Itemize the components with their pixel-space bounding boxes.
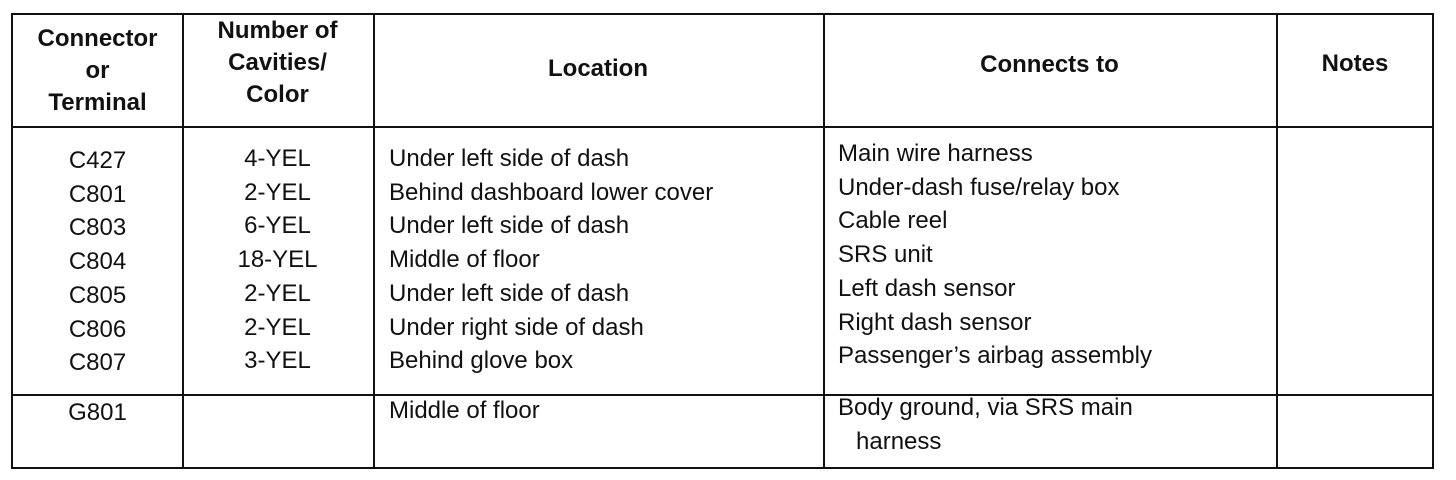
column-divider <box>1276 15 1278 467</box>
header-connector: Connector or Terminal <box>13 15 182 127</box>
header-cavities: Number of Cavities/ Color <box>182 7 373 119</box>
header-cavities-line: Number of <box>217 17 338 44</box>
cavities-list: 4-YEL 2-YEL 6-YEL 18-YEL 2-YEL 2-YEL 3-Y… <box>182 142 373 378</box>
connects-to-text: Passenger’s airbag assembly <box>838 342 1152 370</box>
connector-id: C807 <box>68 349 127 377</box>
header-connector-line: Terminal <box>48 89 147 116</box>
connects-to-text: Body ground, via SRS main harness <box>838 391 1133 458</box>
connects-to-text: Left dash sensor <box>838 274 1016 302</box>
connects-to-text: Under-dash fuse/relay box <box>838 173 1120 201</box>
cavity-color: 18-YEL <box>237 246 318 274</box>
connector-id: G801 <box>68 399 127 426</box>
location-text: Middle of floor <box>389 397 540 424</box>
connector-id: C801 <box>68 180 127 208</box>
header-location: Location <box>548 55 648 82</box>
location-text: Under left side of dash <box>389 145 630 172</box>
connects-to-text: Main wire harness <box>838 140 1033 167</box>
connector-id: C805 <box>68 281 127 309</box>
location-text: Behind glove box <box>389 347 574 375</box>
location-text: Under right side of dash <box>389 313 644 341</box>
connector-list: C427 C801 C803 C804 C805 C806 C807 <box>13 144 182 380</box>
cavity-color: 2-YEL <box>244 313 311 341</box>
connector-id: C806 <box>68 315 127 343</box>
column-divider <box>182 15 184 467</box>
header-connector-line: or <box>85 57 110 84</box>
location-list: Under left side of dash Behind dashboard… <box>389 142 713 378</box>
connector-id: C427 <box>68 147 127 174</box>
header-cavities-line: Cavities/ <box>228 49 327 76</box>
cavity-color: 2-YEL <box>244 279 311 307</box>
connector-id: C804 <box>68 248 127 276</box>
connects-to-text: SRS unit <box>838 241 933 269</box>
header-divider <box>13 126 1432 128</box>
connector-table: Connector or Terminal Number of Cavities… <box>11 13 1434 469</box>
cavity-color: 6-YEL <box>244 212 311 240</box>
header-connector-line: Connector <box>37 25 158 52</box>
location-text: Middle of floor <box>389 246 540 274</box>
cavity-color: 3-YEL <box>244 347 311 375</box>
header-notes: Notes <box>1321 50 1389 77</box>
connects-to-text: Right dash sensor <box>838 308 1032 336</box>
column-divider <box>373 15 375 467</box>
connects-to-line: harness <box>856 427 942 455</box>
group-divider <box>13 394 1432 396</box>
location-text: Under left side of dash <box>389 279 630 307</box>
connects-to-text: Cable reel <box>838 207 948 235</box>
header-cavities-line: Color <box>246 81 309 108</box>
location-text: Behind dashboard lower cover <box>389 178 714 206</box>
location-text: Under left side of dash <box>389 212 630 240</box>
connects-to-line: Body ground, via SRS main <box>838 394 1133 421</box>
header-connects-to: Connects to <box>980 51 1119 78</box>
cavity-color: 4-YEL <box>244 145 311 172</box>
column-divider <box>823 15 825 467</box>
cavity-color: 2-YEL <box>244 178 311 206</box>
connects-to-list: Main wire harness Under-dash fuse/relay … <box>838 137 1152 373</box>
connector-id: C803 <box>68 214 127 242</box>
